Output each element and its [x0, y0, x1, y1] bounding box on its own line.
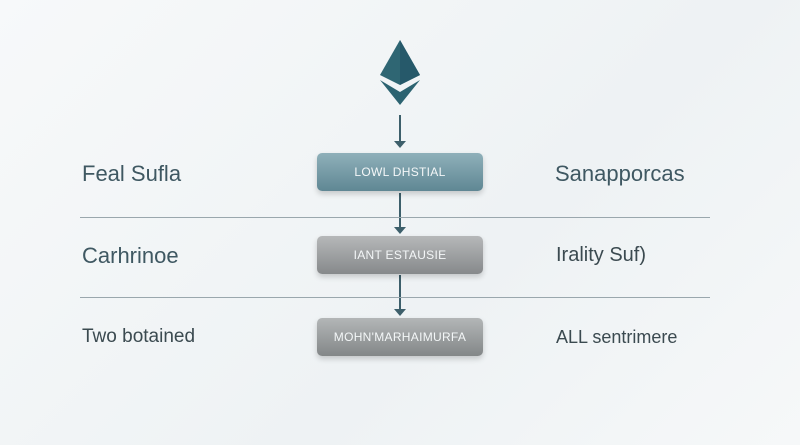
step-box-2: IANT ESTAUSIE	[317, 236, 483, 274]
left-label-1: Feal Sufla	[82, 161, 182, 186]
right-label-2: Irality Suf)	[556, 244, 647, 266]
ethereum-icon	[380, 40, 420, 105]
right-label-3: ALL sentrimere	[556, 327, 678, 347]
right-label-1: Sanapporcas	[555, 161, 685, 186]
left-label-2: Carhrinoe	[82, 243, 179, 268]
arrow-down	[394, 193, 406, 234]
arrow-down	[394, 115, 406, 148]
step-box-1: LOWL DHSTIAL	[317, 153, 483, 191]
left-label-3: Two botained	[82, 326, 196, 347]
divider	[80, 297, 710, 298]
divider	[80, 217, 710, 218]
step-box-3: MOHN'MARHAIMURFA	[317, 318, 483, 356]
arrow-down	[394, 275, 406, 316]
